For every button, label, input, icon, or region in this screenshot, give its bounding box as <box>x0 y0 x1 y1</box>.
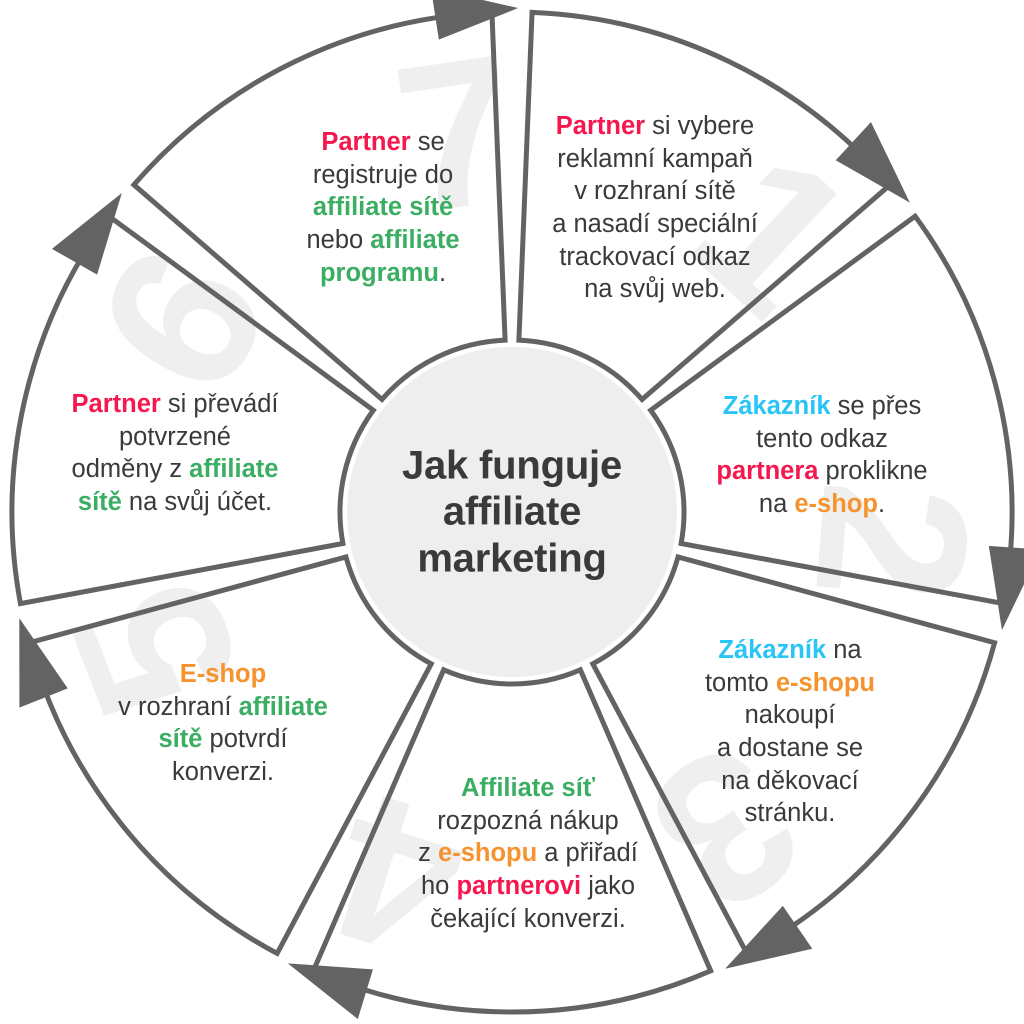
arrow-head-1 <box>835 122 910 203</box>
arrow-head-3 <box>725 905 813 969</box>
arrow-head-5 <box>19 618 68 708</box>
arrow-head-2 <box>988 545 1024 631</box>
hub-title: Jak funguje affiliate marketing <box>347 442 677 581</box>
hub-title-line-2: affiliate <box>442 489 582 534</box>
arrow-head-4 <box>287 963 373 1020</box>
arrow-head-6 <box>51 192 122 275</box>
center-hub-circle <box>347 347 677 677</box>
segment-group <box>9 0 1024 1020</box>
hub-title-line-1: Jak funguje <box>401 443 623 488</box>
arrow-head-7 <box>432 0 519 40</box>
hub-title-line-3: marketing <box>417 536 607 581</box>
watermark-number-2: 2 <box>771 475 1015 610</box>
